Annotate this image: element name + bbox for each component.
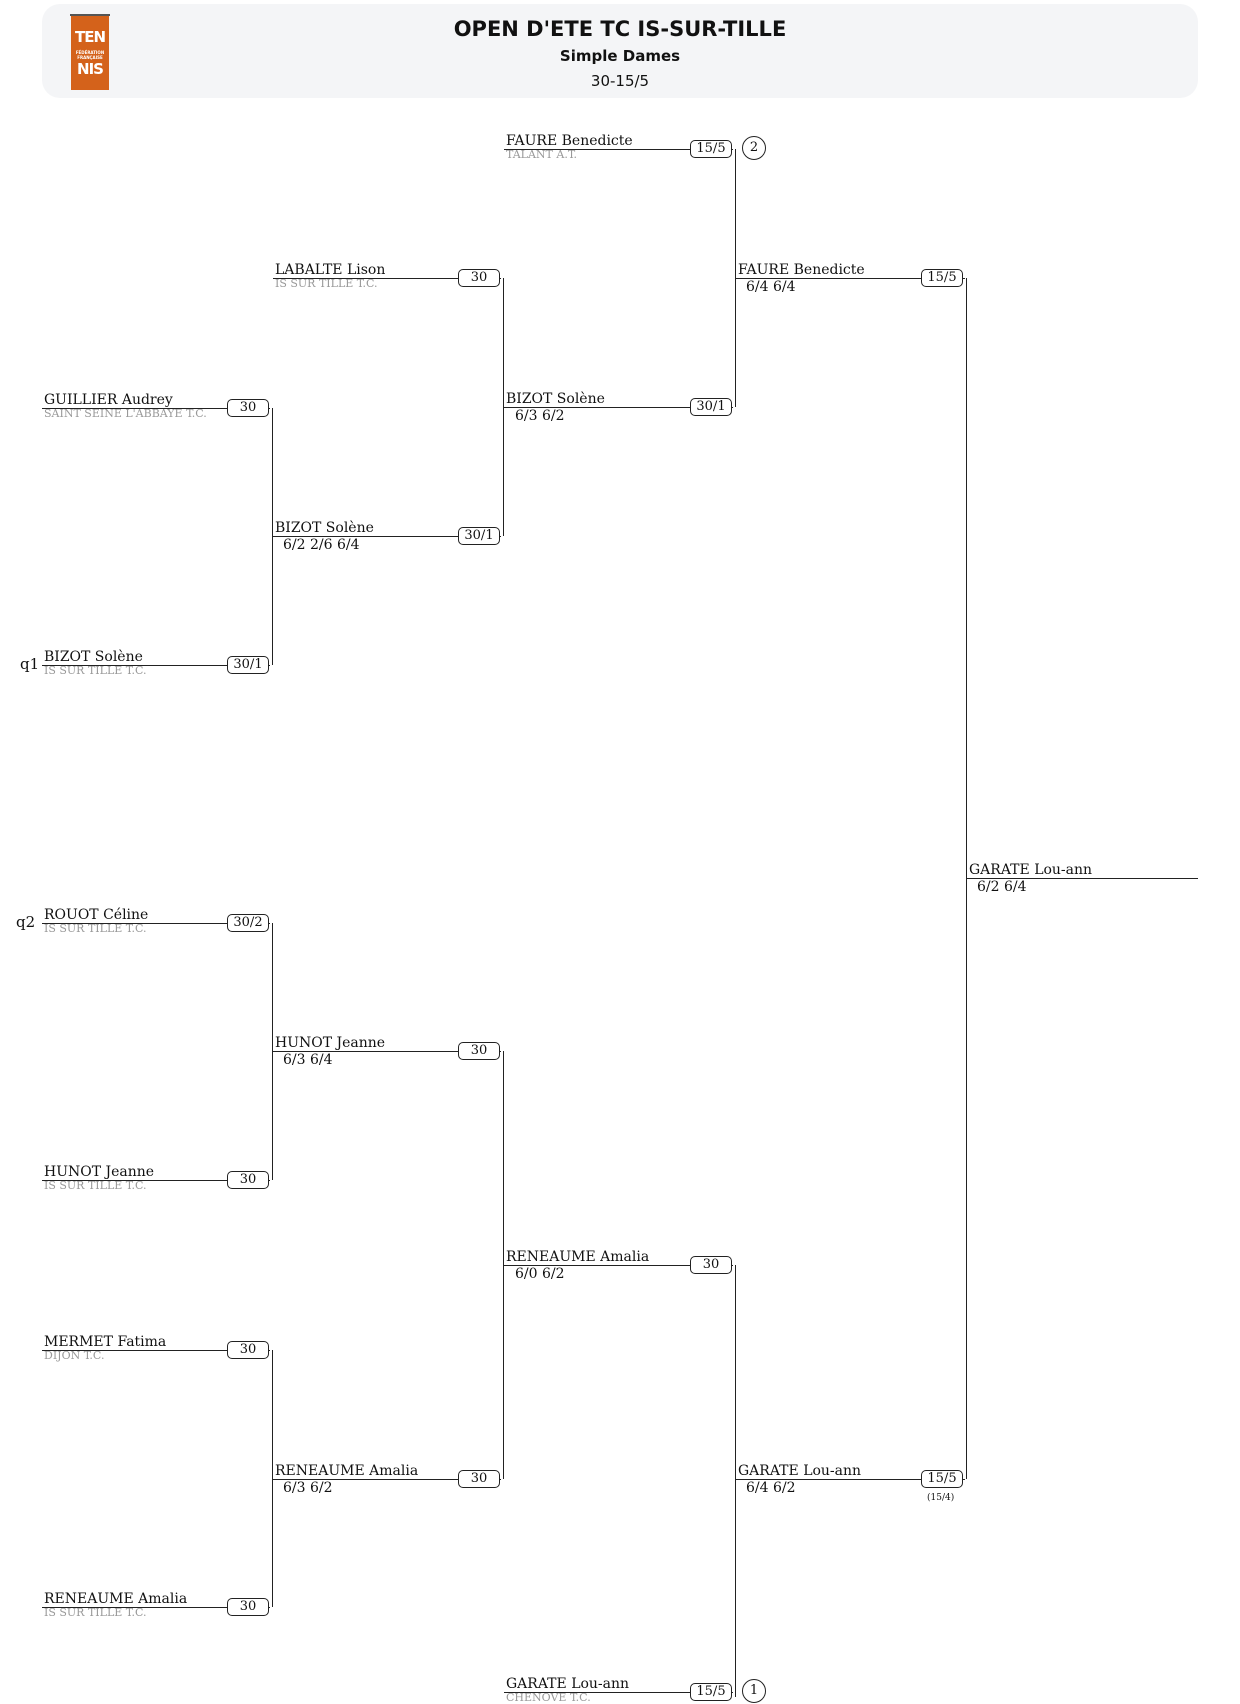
- player-name[interactable]: HUNOT Jeanne: [44, 1164, 155, 1180]
- player-name[interactable]: RENEAUME Amalia: [275, 1463, 419, 1479]
- player-club: IS SUR TILLE T.C.: [44, 922, 147, 935]
- bracket-line: [42, 923, 270, 924]
- logo-text-top: TEN: [74, 28, 106, 46]
- ranking-badge: 30: [690, 1256, 732, 1274]
- player-name[interactable]: BIZOT Solène: [506, 391, 605, 407]
- seed-number-badge: 2: [742, 136, 766, 160]
- ranking-badge: 30/1: [227, 656, 269, 674]
- logo-text-bottom: NIS: [77, 60, 104, 78]
- bracket-connector: [735, 149, 736, 407]
- bracket-line: [504, 407, 733, 408]
- match-score: 6/3 6/4: [283, 1052, 333, 1068]
- ranking-badge: 30/2: [227, 914, 269, 932]
- match-score: 6/3 6/2: [515, 408, 565, 424]
- bracket-connector: [966, 278, 967, 1479]
- bracket-line: [42, 1180, 270, 1181]
- player-club: DIJON T.C.: [44, 1349, 105, 1362]
- bracket-connector: [735, 1265, 736, 1697]
- player-name[interactable]: HUNOT Jeanne: [275, 1035, 386, 1051]
- bracket-line: [273, 1479, 501, 1480]
- bracket-line: [273, 536, 501, 537]
- ranking-range: 30-15/5: [590, 72, 650, 90]
- event-subtitle: Simple Dames: [559, 47, 681, 65]
- player-club: IS SUR TILLE T.C.: [44, 664, 147, 677]
- bracket-connector: [272, 923, 273, 1180]
- winner-name[interactable]: GARATE Lou-ann: [969, 862, 1093, 878]
- player-name[interactable]: FAURE Benedicte: [738, 262, 865, 278]
- bracket-line: [736, 278, 965, 279]
- player-name[interactable]: MERMET Fatima: [44, 1334, 167, 1350]
- player-club: IS SUR TILLE T.C.: [275, 277, 378, 290]
- bracket-line: [42, 1350, 270, 1351]
- bracket-line: [273, 1051, 501, 1052]
- ranking-badge: 15/5: [690, 140, 732, 158]
- player-name[interactable]: GARATE Lou-ann: [738, 1463, 862, 1479]
- logo-text-mid: FÉDÉRATION FRANÇAISE: [75, 50, 105, 60]
- player-name[interactable]: RENEAUME Amalia: [44, 1591, 188, 1607]
- ranking-badge: 30/1: [458, 527, 500, 545]
- player-club: TALANT A.T.: [506, 148, 578, 161]
- player-club: CHENOVE T.C.: [506, 1691, 591, 1704]
- bracket-connector: [503, 1051, 504, 1479]
- tournament-title: OPEN D'ETE TC IS-SUR-TILLE: [453, 17, 787, 41]
- bracket-connector: [272, 408, 273, 665]
- player-name[interactable]: LABALTE Lison: [275, 262, 386, 278]
- match-score: 6/0 6/2: [515, 1266, 565, 1282]
- ranking-badge: 15/5: [921, 1470, 963, 1488]
- tournament-header: [42, 4, 1198, 98]
- ranking-badge: 30: [458, 1470, 500, 1488]
- bracket-line: [967, 878, 1198, 879]
- match-score: 6/2 2/6 6/4: [283, 537, 360, 553]
- qualifier-label: q2: [16, 913, 36, 931]
- ranking-badge: 30: [227, 1171, 269, 1189]
- bracket-line: [42, 665, 270, 666]
- ranking-note: (15/4): [927, 1493, 955, 1503]
- player-club: SAINT SEINE L'ABBAYE T.C.: [44, 407, 207, 420]
- ranking-badge: 30: [458, 1042, 500, 1060]
- bracket-connector: [272, 1350, 273, 1607]
- bracket-line: [42, 408, 270, 409]
- bracket-line: [504, 1265, 733, 1266]
- seed-number-badge: 1: [742, 1679, 766, 1703]
- ranking-badge: 30: [458, 269, 500, 287]
- bracket-line: [736, 1479, 965, 1480]
- bracket-line: [504, 1692, 733, 1693]
- match-score: 6/3 6/2: [283, 1480, 333, 1496]
- player-name[interactable]: RENEAUME Amalia: [506, 1249, 650, 1265]
- match-score: 6/4 6/2: [746, 1480, 796, 1496]
- ranking-badge: 30: [227, 1341, 269, 1359]
- player-name[interactable]: BIZOT Solène: [275, 520, 374, 536]
- bracket-connector: [503, 278, 504, 536]
- ranking-badge: 30: [227, 1598, 269, 1616]
- bracket-line: [504, 149, 733, 150]
- player-club: IS SUR TILLE T.C.: [44, 1606, 147, 1619]
- player-name[interactable]: BIZOT Solène: [44, 649, 143, 665]
- bracket-line: [273, 278, 501, 279]
- fft-tennis-logo-icon: TEN FÉDÉRATION FRANÇAISE NIS: [70, 14, 110, 90]
- qualifier-label: q1: [20, 655, 40, 673]
- player-name[interactable]: FAURE Benedicte: [506, 133, 633, 149]
- bracket-line: [42, 1607, 270, 1608]
- final-score: 6/2 6/4: [977, 879, 1027, 895]
- player-club: IS SUR TILLE T.C.: [44, 1179, 147, 1192]
- player-name[interactable]: ROUOT Céline: [44, 907, 149, 923]
- player-name[interactable]: GUILLIER Audrey: [44, 392, 173, 408]
- ranking-badge: 15/5: [921, 269, 963, 287]
- match-score: 6/4 6/4: [746, 279, 796, 295]
- ranking-badge: 15/5: [690, 1683, 732, 1701]
- ranking-badge: 30/1: [690, 398, 732, 416]
- player-name[interactable]: GARATE Lou-ann: [506, 1676, 630, 1692]
- ranking-badge: 30: [227, 399, 269, 417]
